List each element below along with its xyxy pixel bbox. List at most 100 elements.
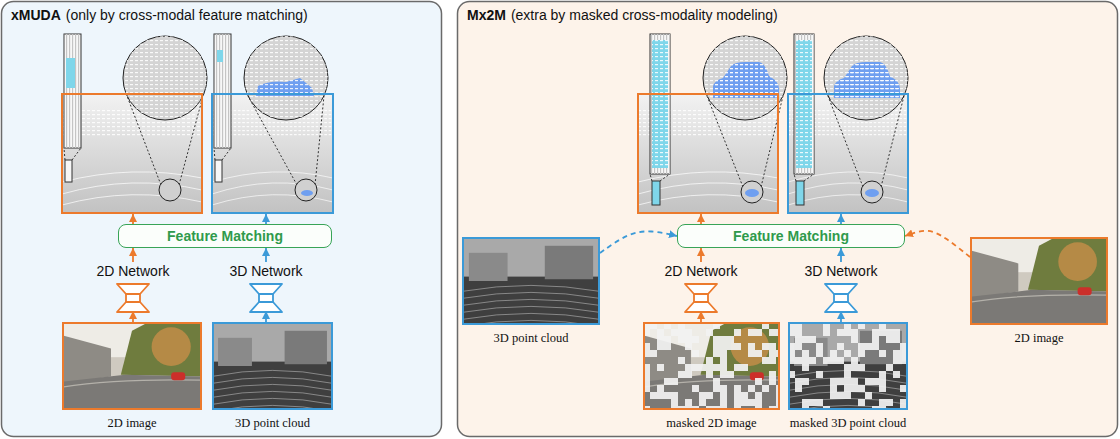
panel-heading: Mx2M(extra by masked cross-modality mode… [467, 7, 778, 23]
mask-patch [720, 343, 727, 350]
scene-trees [1028, 237, 1108, 292]
mask-patch [823, 329, 830, 336]
mask-patch [678, 336, 685, 343]
scan-ring [212, 377, 333, 383]
zoom-circle-texture [824, 36, 908, 120]
scene-tree [152, 327, 191, 366]
mask-patch [713, 378, 720, 385]
input-image: 3D point cloud [462, 237, 600, 342]
mask-patch [769, 371, 776, 378]
scan-ground [212, 322, 333, 410]
mask-patch [650, 350, 657, 357]
mask-patch [657, 343, 664, 350]
mask-patch [720, 357, 727, 364]
mask-patch [858, 343, 865, 350]
mask-patch [830, 385, 837, 392]
mask-patch [706, 392, 713, 399]
encoder-shape [250, 284, 282, 294]
network-caption: 3D Network [801, 262, 880, 280]
mask-patch [879, 350, 886, 357]
zoom-leader [794, 174, 796, 181]
scene-car [1078, 287, 1092, 295]
method-panel: xMUDA(only by cross-modal feature matchi… [2, 2, 442, 437]
zoom-bar [214, 34, 231, 148]
zoom-target [295, 179, 317, 201]
image-caption-row: 3D point cloud [462, 328, 600, 346]
zoom-target [861, 181, 883, 203]
image-caption-row: 2D image [62, 413, 202, 431]
pedestrian-segment [217, 50, 223, 62]
input-picture [970, 237, 1108, 325]
mask-patch [685, 343, 692, 350]
network-label: 3D Network [804, 263, 877, 279]
mask-patch [671, 399, 678, 406]
decoder-shape [685, 302, 717, 312]
mask-patch [762, 343, 769, 350]
mask-patch [837, 329, 844, 336]
image-frame [63, 323, 201, 409]
zoom-bar-texture [214, 34, 231, 148]
output-frame [788, 94, 908, 213]
network-label: 2D Network [664, 263, 737, 279]
mask-patch [823, 357, 830, 364]
output-frame [212, 94, 333, 213]
mask-patch [802, 336, 809, 343]
scan-ring [212, 384, 333, 390]
mask-patch [865, 378, 872, 385]
scene-curb [970, 295, 1108, 302]
encoder-shape [117, 284, 149, 294]
mask-patch [879, 399, 886, 406]
scene-ground [643, 322, 780, 410]
mask-patch [816, 350, 823, 357]
image-caption: 3D point cloud [235, 416, 310, 430]
scene-curb [62, 380, 202, 387]
mask-patch [851, 385, 858, 392]
mask-patch [865, 343, 872, 350]
scene-building [970, 250, 1018, 298]
scan-building [545, 246, 593, 279]
mask-patch [851, 378, 858, 385]
mask-patch [865, 392, 872, 399]
image-caption: masked 3D point cloud [790, 416, 906, 430]
mask-patch [893, 357, 900, 364]
pedestrian-segment-texture [652, 40, 668, 168]
mask-patch [748, 329, 755, 336]
mask-patch [741, 392, 748, 399]
mask-patch [879, 385, 886, 392]
scene-trees [701, 322, 780, 377]
scene-ground [970, 237, 1108, 325]
encoder-shape [685, 284, 717, 294]
mask-patch [755, 329, 762, 336]
input-picture [643, 322, 780, 410]
mask-patch [755, 392, 762, 399]
zoom-circle [703, 36, 787, 120]
input-image: 2D image [970, 237, 1108, 342]
zoom-circle [123, 36, 207, 120]
network-symbol [684, 283, 718, 313]
segmentation-output [62, 34, 207, 213]
mask-patch [748, 350, 755, 357]
mask-patch [699, 399, 706, 406]
mask-patch [858, 350, 865, 357]
mask-patch [795, 329, 802, 336]
mask-patch [734, 392, 741, 399]
mask-patch [713, 343, 720, 350]
mask-patch [755, 399, 762, 406]
mask-patch [844, 350, 851, 357]
scene-ground [62, 322, 202, 410]
mask-patch [809, 336, 816, 343]
mask-patch [872, 336, 879, 343]
mask-patch [802, 350, 809, 357]
mask-patch [879, 371, 886, 378]
mask-patch [657, 364, 664, 371]
input-picture [788, 322, 908, 410]
network-block: 2D Network [93, 262, 172, 311]
image-caption: 3D point cloud [494, 331, 569, 345]
mask-patch [802, 364, 809, 371]
zoom-circle-texture [703, 36, 787, 120]
scene-building [643, 335, 691, 383]
segmentation-output [788, 34, 908, 213]
network-symbol [249, 283, 283, 313]
mask-patch [830, 378, 837, 385]
mask-patch [893, 371, 900, 378]
